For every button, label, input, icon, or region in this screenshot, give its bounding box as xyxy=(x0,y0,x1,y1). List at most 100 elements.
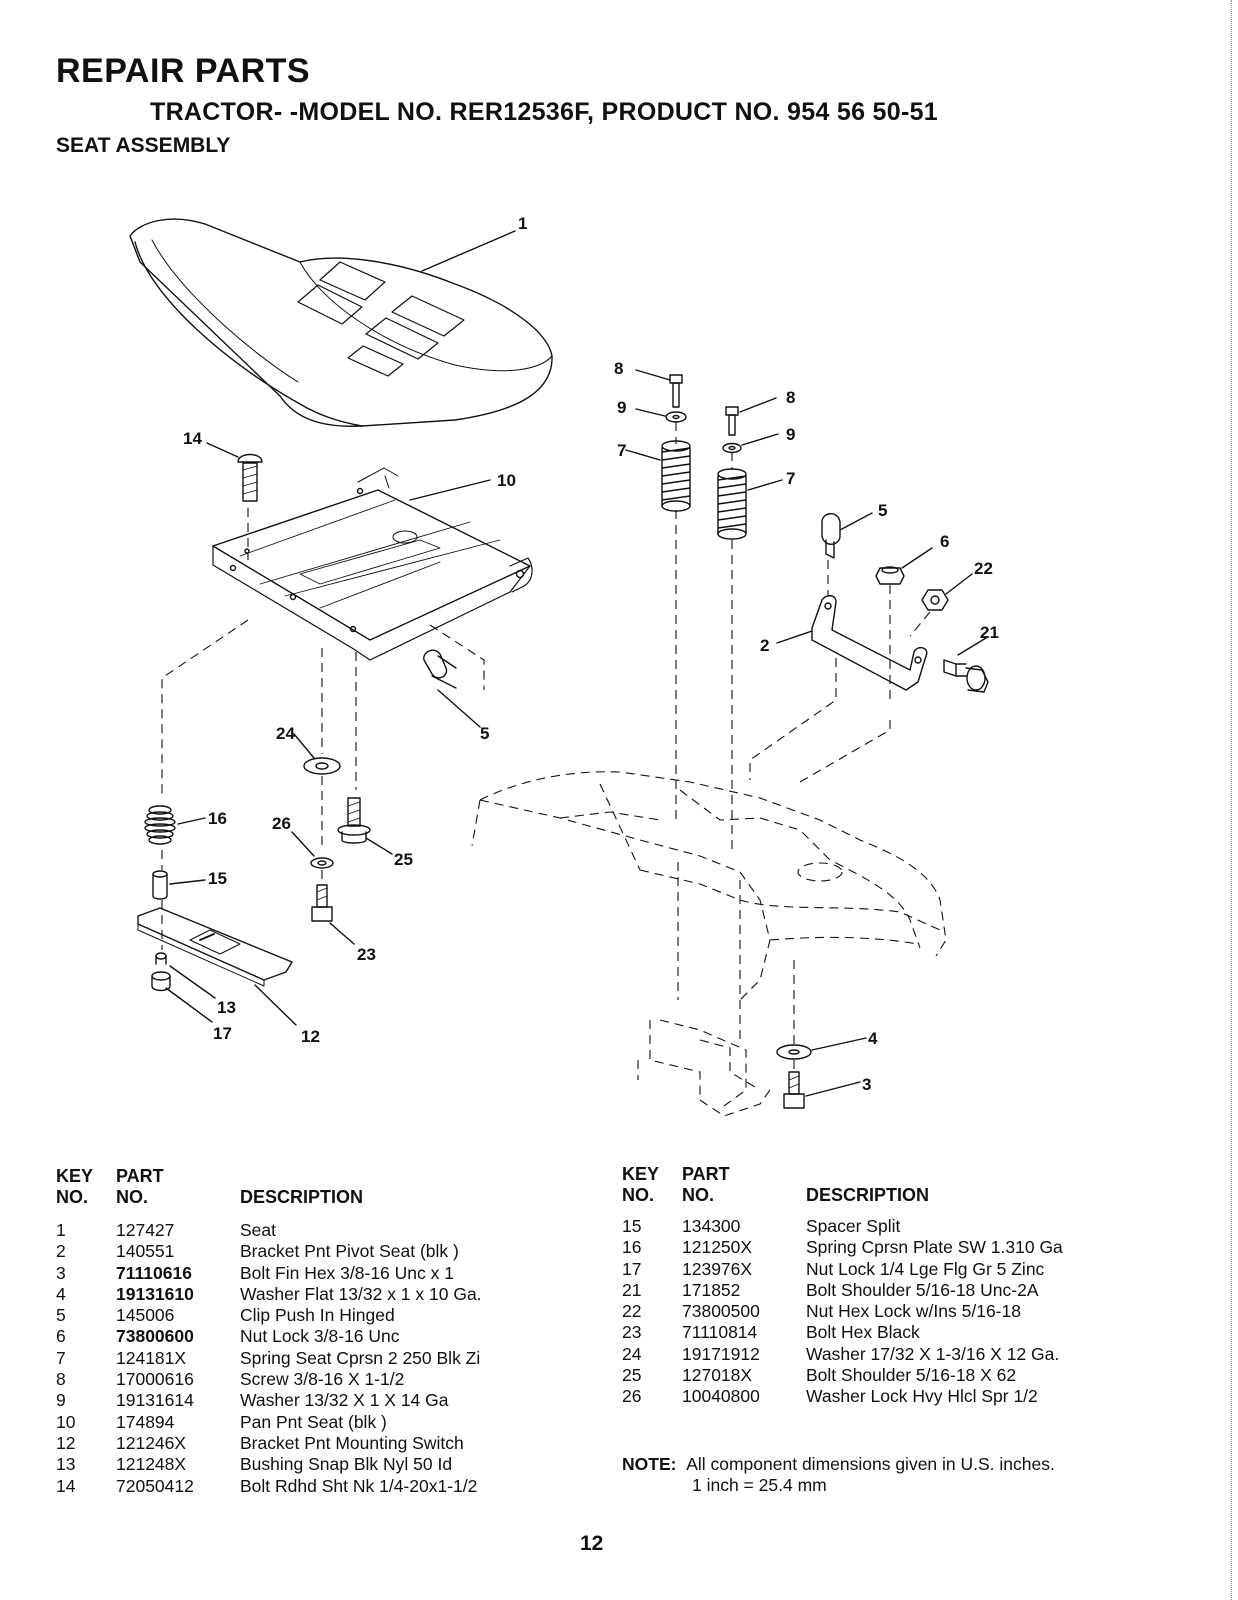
washer-26-part xyxy=(310,857,334,869)
description-cell: Seat xyxy=(240,1220,276,1240)
clip-5b-part xyxy=(821,513,841,559)
description-cell: Bolt Rdhd Sht Nk 1/4-20x1-1/2 xyxy=(240,1475,478,1496)
description-cell: Pan Pnt Seat (blk ) xyxy=(240,1411,387,1432)
leader-10 xyxy=(409,479,491,501)
key-header-bottom: NO. xyxy=(622,1185,655,1205)
nut-6-part xyxy=(875,566,905,585)
key-cell: 16 xyxy=(622,1237,642,1258)
leader-16 xyxy=(177,817,206,825)
part-number-cell: 121248X xyxy=(116,1454,187,1475)
callout-3: 3 xyxy=(862,1075,871,1094)
callout-2: 2 xyxy=(760,636,769,655)
parts-table-left: KEY NO. PART NO. DESCRIPTION 1 127427 Seat… xyxy=(56,1166,576,1497)
note-line-2: 1 inch = 25.4 mm xyxy=(692,1475,827,1495)
key-cell: 1 xyxy=(56,1220,66,1240)
part-header-top: PART xyxy=(116,1166,164,1186)
leader-22 xyxy=(945,573,973,595)
description-cell: Nut Lock 1/4 Lge Flg Gr 5 Zinc xyxy=(806,1258,1045,1279)
key-header-bottom: NO. xyxy=(56,1187,89,1207)
part-number-cell: 19171912 xyxy=(682,1343,760,1364)
bolt-14-part xyxy=(237,453,263,502)
leader-8b xyxy=(739,397,777,413)
key-cell: 5 xyxy=(56,1305,66,1326)
callout-7b: 7 xyxy=(786,469,795,488)
callout-25: 25 xyxy=(394,850,413,869)
washer-4-part xyxy=(776,1044,812,1060)
table-row: 1 127427 Seat xyxy=(56,1220,576,1241)
description-cell: Bolt Shoulder 5/16-18 Unc-2A xyxy=(806,1279,1039,1300)
part-number-cell: 10040800 xyxy=(682,1386,760,1407)
note-label: NOTE: xyxy=(622,1454,677,1474)
leader-9a xyxy=(635,408,666,417)
description-cell: Spacer Split xyxy=(806,1216,901,1236)
description-cell: Bracket Pnt Mounting Switch xyxy=(240,1432,464,1453)
part-number-cell: 17000616 xyxy=(116,1369,194,1390)
leader-1 xyxy=(421,230,516,272)
part-number-cell: 127427 xyxy=(116,1220,175,1240)
key-cell: 2 xyxy=(56,1241,66,1262)
description-cell: Spring Cprsn Plate SW 1.310 Ga xyxy=(806,1237,1063,1258)
callout-17: 17 xyxy=(213,1024,232,1043)
washer-9b-part xyxy=(722,442,742,454)
leader-24 xyxy=(293,733,315,759)
parts-rows-left: 1 127427 Seat 2 140551 Bracket Pnt Pivot Seat… xyxy=(56,1220,576,1497)
description-cell: Bolt Shoulder 5/16-18 X 62 xyxy=(806,1365,1017,1386)
table-header: KEY NO. PART NO. DESCRIPTION xyxy=(622,1164,1142,1212)
part-number-cell: 123976X xyxy=(682,1258,753,1279)
callout-13: 13 xyxy=(217,998,236,1017)
leader-4 xyxy=(811,1037,867,1051)
callout-26: 26 xyxy=(272,814,291,833)
key-cell: 14 xyxy=(56,1475,76,1496)
key-cell: 7 xyxy=(56,1347,66,1368)
leader-5a xyxy=(839,512,873,531)
callout-6: 6 xyxy=(940,532,949,551)
nut-17-part xyxy=(151,971,171,992)
leader-6 xyxy=(901,547,933,569)
fender-outline xyxy=(471,771,947,1117)
description-cell: Nut Lock 3/8-16 Unc xyxy=(240,1326,400,1347)
part-number-cell: 145006 xyxy=(116,1305,175,1326)
key-cell: 3 xyxy=(56,1262,66,1283)
spacer-15-part xyxy=(152,870,168,900)
leader-14 xyxy=(206,442,239,458)
part-number-cell: 140551 xyxy=(116,1241,175,1262)
spring-16-part xyxy=(144,805,176,845)
key-cell: 17 xyxy=(622,1258,642,1279)
switch-bracket-12-part xyxy=(137,907,293,987)
key-cell: 8 xyxy=(56,1369,66,1390)
description-cell: Washer 17/32 X 1-3/16 X 12 Ga. xyxy=(806,1343,1060,1364)
leader-5b xyxy=(437,689,481,728)
key-cell: 4 xyxy=(56,1283,66,1304)
description-cell: Bushing Snap Blk Nyl 50 Id xyxy=(240,1454,453,1475)
table-header: KEY NO. PART NO. DESCRIPTION xyxy=(56,1166,576,1214)
callout-22: 22 xyxy=(974,559,993,578)
key-cell: 26 xyxy=(622,1386,642,1407)
part-number-cell: 73800500 xyxy=(682,1301,760,1322)
description-cell: Bracket Pnt Pivot Seat (blk ) xyxy=(240,1241,459,1262)
leader-23 xyxy=(329,922,355,945)
leader-15 xyxy=(169,879,206,885)
leader-7b xyxy=(747,479,783,491)
key-cell: 21 xyxy=(622,1279,642,1300)
key-header-top: KEY xyxy=(622,1164,660,1184)
callout-9a: 9 xyxy=(617,398,626,417)
callout-14: 14 xyxy=(183,429,202,448)
part-number-cell: 174894 xyxy=(116,1411,175,1432)
description-cell: Washer 13/32 X 1 X 14 Ga xyxy=(240,1390,449,1411)
part-number-cell: 124181X xyxy=(116,1347,187,1368)
callout-12: 12 xyxy=(301,1027,320,1046)
callout-21: 21 xyxy=(980,623,999,642)
